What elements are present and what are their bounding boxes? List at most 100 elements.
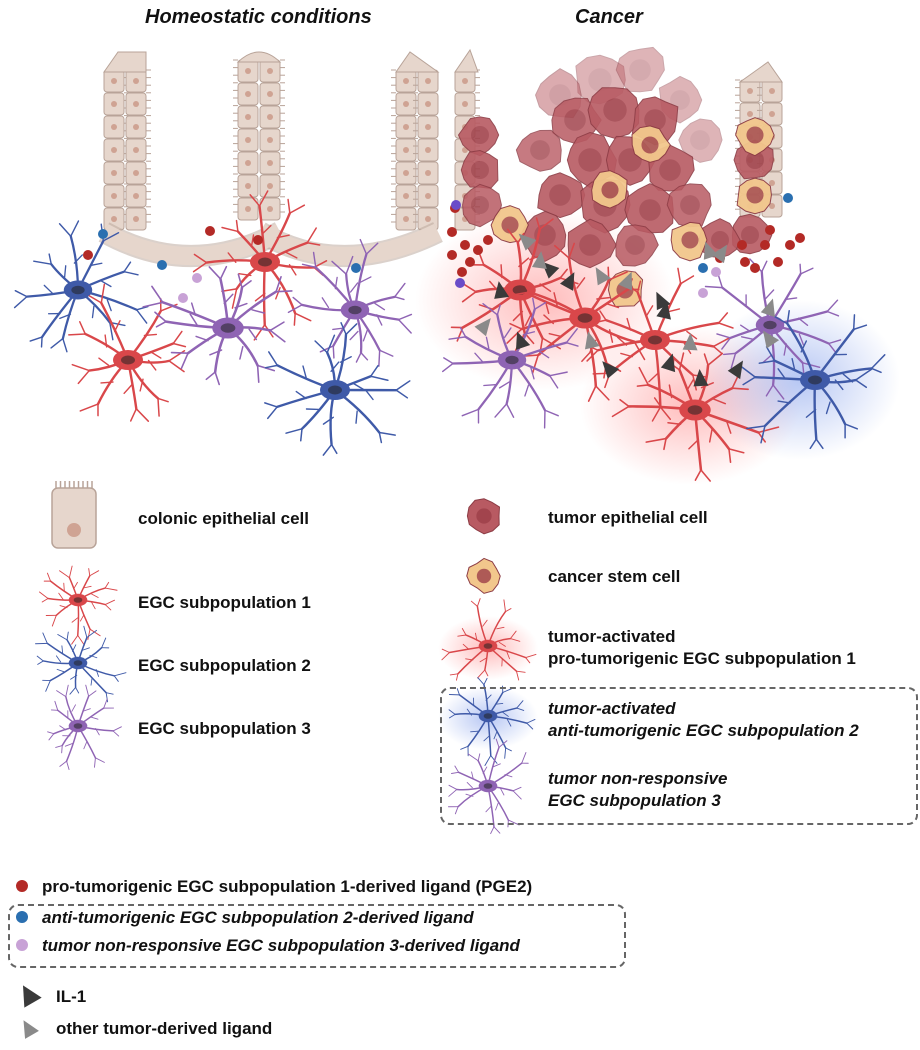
tumor-cell xyxy=(460,150,499,189)
legend-pge2: pro-tumorigenic EGC subpopulation 1-deri… xyxy=(42,877,533,896)
egc2-cell-cancer xyxy=(739,310,886,450)
colonic-crypt-homeostatic xyxy=(98,51,443,267)
legend-il1-triangle xyxy=(23,985,42,1008)
nonresp-ligand-dot xyxy=(455,278,465,288)
other-tumor-ligand xyxy=(474,318,491,337)
legend-egc3: EGC subpopulation 3 xyxy=(138,719,311,738)
other-tumor-ligand xyxy=(518,233,537,251)
legend-egc2: EGC subpopulation 2 xyxy=(138,656,311,675)
nonresp-ligand-dot xyxy=(451,200,461,210)
egc3-cell-left-center xyxy=(142,265,293,386)
pge2-dot xyxy=(737,240,747,250)
legend-egc2-icon xyxy=(35,625,127,703)
legend-other-ligand: other tumor-derived ligand xyxy=(56,1019,273,1038)
egc1-cell-cancer-4 xyxy=(611,352,780,482)
legend-colonic-epithelial: colonic epithelial cell xyxy=(138,509,309,528)
homeostatic-title: Homeostatic conditions xyxy=(145,6,372,28)
egc3-cell-cancer-2 xyxy=(704,258,842,400)
legend-il1: IL-1 xyxy=(56,987,87,1006)
legend-activated1-line2: pro-tumorigenic EGC subpopulation 1 xyxy=(548,649,856,668)
anti-ligand-dot xyxy=(157,260,167,270)
pge2-dot xyxy=(447,250,457,260)
legend-activated2-line2: anti-tumorigenic EGC subpopulation 2 xyxy=(548,721,859,740)
legend-egc1: EGC subpopulation 1 xyxy=(138,593,311,612)
cancer-stem-cell xyxy=(736,177,772,215)
il1-ligand xyxy=(727,360,744,380)
pge2-dot xyxy=(773,257,783,267)
other-tumor-ligand xyxy=(711,244,728,264)
tumor-mass xyxy=(457,46,775,594)
tumor-cell xyxy=(615,46,665,93)
pge2-dot xyxy=(785,240,795,250)
tumor-cell xyxy=(587,87,640,139)
right-tip-1 xyxy=(454,48,479,73)
legend-other-triangle xyxy=(23,1020,39,1039)
legend-stem-cell-icon xyxy=(466,557,501,594)
il1-ligand xyxy=(559,272,575,291)
legend-nonresp-ligand: tumor non-responsive EGC subpopulation 3… xyxy=(42,936,520,955)
cancer-stem-cell xyxy=(591,170,628,209)
egc2-cell-left-bottom xyxy=(264,322,411,456)
anti-ligand-dot xyxy=(783,193,793,203)
ligand-dots xyxy=(83,193,805,387)
other-tumor-ligand xyxy=(760,298,775,318)
tumor-cell xyxy=(537,172,586,219)
il1-ligand xyxy=(515,331,531,350)
dashed-box-ligand-legend xyxy=(8,904,626,968)
legend-anti-dot xyxy=(16,911,28,923)
pge2-dot xyxy=(457,267,467,277)
egc1-cell-left-bottom xyxy=(68,283,187,422)
tumor-cell xyxy=(678,118,723,163)
pge2-dot xyxy=(760,240,770,250)
tumor-cell xyxy=(515,129,562,172)
right-tip-2 xyxy=(738,61,783,83)
legend-egc1-icon xyxy=(39,565,118,646)
legend-egc1-activated-icon xyxy=(441,598,537,681)
pge2-dot xyxy=(205,226,215,236)
il1-ligand xyxy=(656,301,671,320)
legend-icons xyxy=(16,481,537,1039)
pge2-dot xyxy=(83,250,93,260)
legend-epithelial-cell-icon xyxy=(51,487,97,549)
tumor-cell xyxy=(457,116,500,157)
left-tip-3 xyxy=(395,51,440,73)
cancer-stem-cell xyxy=(631,125,671,163)
pge2-dot xyxy=(483,235,493,245)
nonresp-ligand-dot xyxy=(698,288,708,298)
egc1-cell-left-top xyxy=(192,190,328,341)
egc3-cell-cancer-1 xyxy=(442,297,579,429)
other-tumor-ligand xyxy=(531,251,547,270)
tumor-cell xyxy=(567,218,617,269)
other-tumor-ligand xyxy=(595,267,611,286)
nonresp-ligand-dot xyxy=(178,293,188,303)
tumor-cell xyxy=(624,183,674,234)
pge2-dot xyxy=(253,235,263,245)
legend-egc3-icon xyxy=(47,684,122,770)
legend-nonresp3-line2: EGC subpopulation 3 xyxy=(548,791,721,810)
pge2-dot xyxy=(795,233,805,243)
anti-ligand-dot xyxy=(351,263,361,273)
nonresp-ligand-dot xyxy=(711,267,721,277)
other-tumor-ligand xyxy=(682,333,698,351)
pge2-dot xyxy=(765,225,775,235)
dashed-box-egc-legend xyxy=(440,687,918,825)
other-tumor-ligand xyxy=(618,271,633,291)
pge2-dot xyxy=(465,257,475,267)
legend-tumor-cell-icon xyxy=(466,498,501,535)
anti-ligand-dot xyxy=(98,229,108,239)
nonresp-ligand-dot xyxy=(192,273,202,283)
pge2-dot xyxy=(473,245,483,255)
legend-anti-ligand: anti-tumorigenic EGC subpopulation 2-der… xyxy=(42,908,474,927)
legend-nonresp-dot xyxy=(16,939,28,951)
pge2-dot xyxy=(740,257,750,267)
il1-ligand xyxy=(541,261,560,279)
egc3-cell-left-right xyxy=(287,238,413,367)
egc2-cell-left xyxy=(13,220,149,353)
pge2-dot xyxy=(750,263,760,273)
anti-ligand-dot xyxy=(698,263,708,273)
il1-ligand xyxy=(660,353,676,373)
cancer-stem-cell xyxy=(735,117,775,157)
tumor-cell xyxy=(462,183,502,228)
il1-ligand xyxy=(602,361,620,379)
il1-ligand xyxy=(494,281,510,299)
